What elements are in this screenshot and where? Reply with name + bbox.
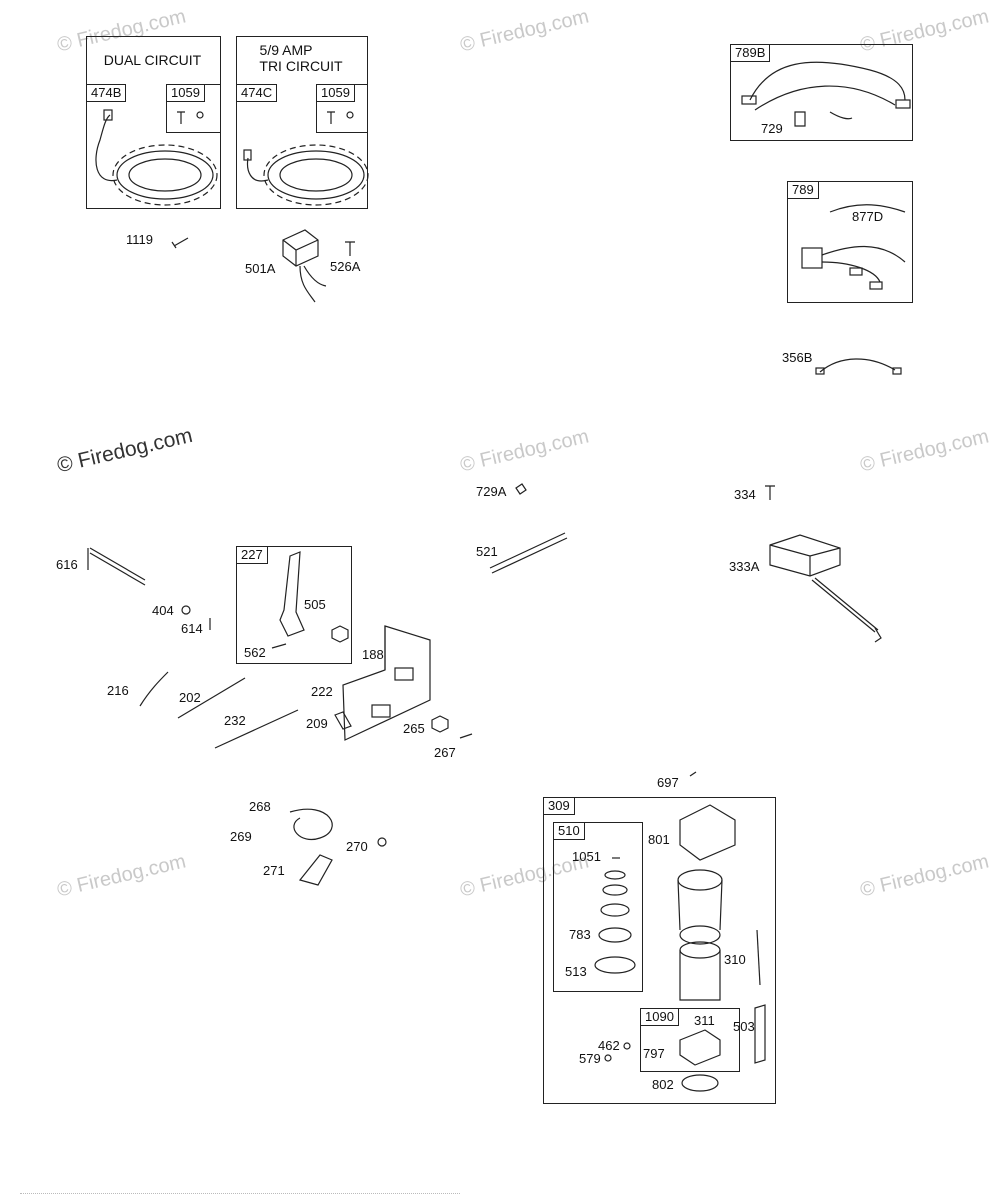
part-label: 209 [306, 716, 328, 731]
box-tag: 789B [730, 44, 771, 62]
part-label: 232 [224, 713, 246, 728]
box-1090 [640, 1008, 740, 1072]
screw [177, 111, 185, 124]
part-tag: 474B [86, 84, 127, 102]
part-label: 202 [179, 690, 201, 705]
part-label: 269 [230, 829, 252, 844]
box-tag: 510 [553, 822, 585, 840]
kit-tag: 1059 [166, 84, 205, 102]
part-label: 404 [152, 603, 174, 618]
part-label: 877D [852, 209, 884, 224]
part-label: 1051 [572, 849, 601, 864]
cable-269 [289, 808, 333, 841]
part-label: 462 [598, 1038, 620, 1053]
part-label: 333A [729, 559, 760, 574]
kit-tag: 1059 [316, 84, 355, 102]
part-label: 188 [362, 647, 384, 662]
part-label: 310 [724, 952, 746, 967]
part-label: 614 [181, 621, 203, 636]
box-title: DUAL CIRCUIT [103, 52, 202, 68]
starter-motor [677, 804, 766, 1092]
part-label: 729A [476, 484, 507, 499]
bracket-271 [298, 854, 333, 886]
stator-474c [243, 144, 369, 206]
part-label: 271 [263, 863, 285, 878]
part-label: 270 [346, 839, 368, 854]
link-202 [177, 677, 246, 719]
regulator-501a [282, 229, 327, 303]
drive-kit-510 [594, 857, 636, 974]
part-label: 503 [733, 1019, 755, 1034]
part-label: 265 [403, 721, 425, 736]
part-label: 521 [476, 544, 498, 559]
part-label: 616 [56, 557, 78, 572]
link-216 [139, 671, 169, 707]
stator-474b [95, 109, 218, 206]
part-label: 797 [643, 1046, 665, 1061]
box-227 [236, 546, 352, 664]
part-label: 526A [330, 259, 361, 274]
harness-789b [741, 61, 911, 127]
box-309 [543, 797, 776, 1104]
part-label: 501A [245, 261, 276, 276]
harness-789 [801, 204, 906, 290]
part-label: 801 [648, 832, 670, 847]
part-label: 802 [652, 1077, 674, 1092]
part-label: 1119 [126, 232, 153, 247]
part-label: 783 [569, 927, 591, 942]
box-tag: 1090 [640, 1008, 679, 1026]
control-bracket [342, 625, 431, 741]
cable-232 [214, 709, 299, 749]
part-tag: 474C [236, 84, 278, 102]
lever-227 [279, 551, 305, 637]
box-789 [787, 181, 913, 303]
box-789b [730, 44, 913, 141]
box-tag: 309 [543, 797, 575, 815]
box-title-line2: TRI CIRCUIT [259, 58, 343, 74]
ignition-coil-333a [769, 534, 882, 643]
spring-209 [334, 711, 352, 730]
shaft-521 [489, 532, 568, 574]
part-label: 579 [579, 1051, 601, 1066]
footer-divider [20, 1193, 460, 1198]
box-510 [553, 822, 643, 992]
part-label: 216 [107, 683, 129, 698]
part-label: 505 [304, 597, 326, 612]
part-label: 311 [694, 1013, 715, 1028]
part-label: 562 [244, 645, 266, 660]
wire-356b [819, 358, 896, 373]
part-label: 334 [734, 487, 756, 502]
part-label: 513 [565, 964, 587, 979]
part-label: 697 [657, 775, 679, 790]
part-label: 267 [434, 745, 456, 760]
box-tag: 789 [787, 181, 819, 199]
box-title-line1: 5/9 AMP [259, 42, 313, 58]
part-label: 356B [782, 350, 813, 365]
box-tag: 227 [236, 546, 268, 564]
part-label: 222 [311, 684, 333, 699]
rod-616 [89, 547, 146, 586]
part-label: 729 [761, 121, 783, 136]
part-label: 268 [249, 799, 271, 814]
